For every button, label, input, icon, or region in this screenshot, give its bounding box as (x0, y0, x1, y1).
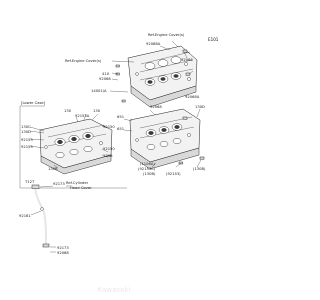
parts-diagram: E101 [Lower Case] (19, 33, 219, 294)
label-92153c: (92153C) (138, 167, 156, 171)
label-92068-c: 92068 (150, 105, 162, 109)
label-92173b: 92173 (57, 246, 69, 250)
label-92153-b: 92153 (21, 145, 33, 149)
label-92153: 92153 (21, 138, 33, 142)
callouts: Ref.Engine Cover(s) 92068A Ref.Engine Co… (19, 33, 206, 255)
label-ref-engine-cover-2: Ref.Engine Cover(s) (65, 59, 102, 63)
label-1106a: (1106A) (140, 162, 155, 166)
label-130: 130 (64, 109, 72, 113)
label-92068: 92068 (181, 58, 193, 62)
label-130c: 130C (21, 125, 31, 129)
figure-number: E101 (208, 37, 219, 42)
label-14001a: 14001/A (91, 89, 107, 93)
label-130d: 130D (21, 130, 31, 134)
lower-case-frame (19, 105, 127, 189)
label-ref-engine-cover-1: Ref.Engine Cover(s) (148, 33, 185, 37)
lower-crankcase-left (39, 118, 113, 175)
label-130h: (130B) (193, 167, 206, 171)
watermark: Kawasaki (98, 286, 131, 294)
breather-hose (31, 184, 50, 248)
label-ref-cylinder: Ref.Cylinder (66, 181, 89, 185)
label-t12t: T12T (24, 180, 35, 184)
label-92068a-b: 92068A (185, 95, 200, 99)
label-92161: 92161 (19, 214, 31, 218)
label-651b: 651 (117, 127, 124, 131)
label-head-cover: Head Cover (70, 186, 92, 190)
lower-case-label: [Lower Case] (21, 101, 46, 105)
label-92068a: 92068A (146, 42, 161, 46)
label-92068-d: 92068 (57, 251, 69, 255)
label-92150-b: 92150 (103, 147, 115, 151)
label-130g: (130B) (143, 172, 156, 176)
label-130e: 130B (103, 154, 113, 158)
label-130f: 130B (48, 167, 58, 171)
label-92173: 92173 (53, 182, 65, 186)
label-92153a: 92153A (75, 114, 90, 118)
label-92153d: (92153) (166, 172, 181, 176)
label-130i: 130D (195, 105, 205, 109)
label-130b: 130 (93, 109, 101, 113)
label-92068-b: 92068 (99, 77, 111, 81)
upper-crankcase (127, 45, 198, 108)
leader-lines (29, 40, 202, 253)
label-651: 651 (117, 115, 124, 119)
lower-crankcase-right (129, 108, 201, 170)
label-410: 410 (102, 72, 110, 76)
label-92150: 92150 (103, 125, 115, 129)
